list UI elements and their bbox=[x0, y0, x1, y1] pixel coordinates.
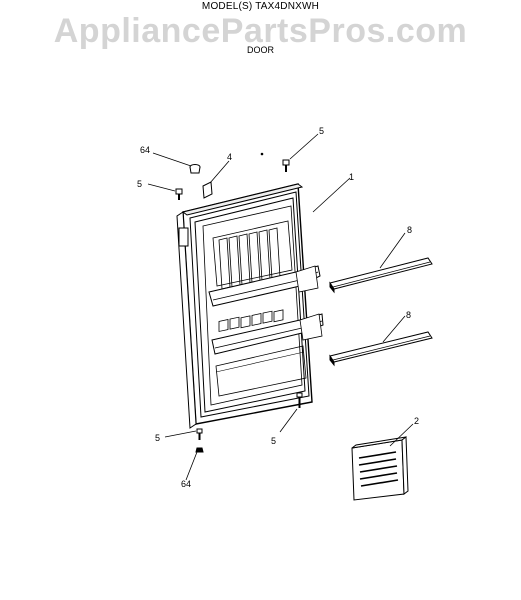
door-assembly bbox=[176, 183, 324, 429]
callout-8-lower: 8 bbox=[406, 310, 411, 320]
leader-lines bbox=[147, 133, 414, 481]
callout-5-top-right: 5 bbox=[319, 126, 324, 136]
callout-2: 2 bbox=[414, 416, 419, 426]
screw-top-right bbox=[282, 159, 290, 172]
screw-top-left bbox=[175, 188, 183, 200]
callout-4: 4 bbox=[227, 152, 232, 162]
callout-5-bottom-left: 5 bbox=[155, 433, 160, 443]
watermark: AppliancePartsPros.com bbox=[53, 12, 468, 50]
spacer-plate bbox=[202, 181, 213, 199]
hinge-cap-bottom bbox=[195, 447, 204, 453]
nameplate-panel bbox=[351, 436, 409, 501]
callout-64-top: 64 bbox=[140, 145, 150, 155]
callout-64-bottom: 64 bbox=[181, 479, 191, 489]
callout-8-upper: 8 bbox=[407, 225, 412, 235]
callout-1: 1 bbox=[349, 172, 354, 182]
section-title: DOOR bbox=[247, 45, 274, 55]
callout-5-bottom-right: 5 bbox=[271, 436, 276, 446]
shelf-bar-lower bbox=[329, 331, 433, 367]
hinge-cap-top bbox=[189, 164, 201, 174]
shelf-bar-upper bbox=[329, 257, 433, 294]
screw-bottom-right bbox=[296, 392, 303, 408]
callout-5-top-left: 5 bbox=[137, 179, 142, 189]
model-title: MODEL(S) TAX4DNXWH bbox=[201, 1, 320, 12]
screw-bottom-left bbox=[196, 428, 203, 440]
